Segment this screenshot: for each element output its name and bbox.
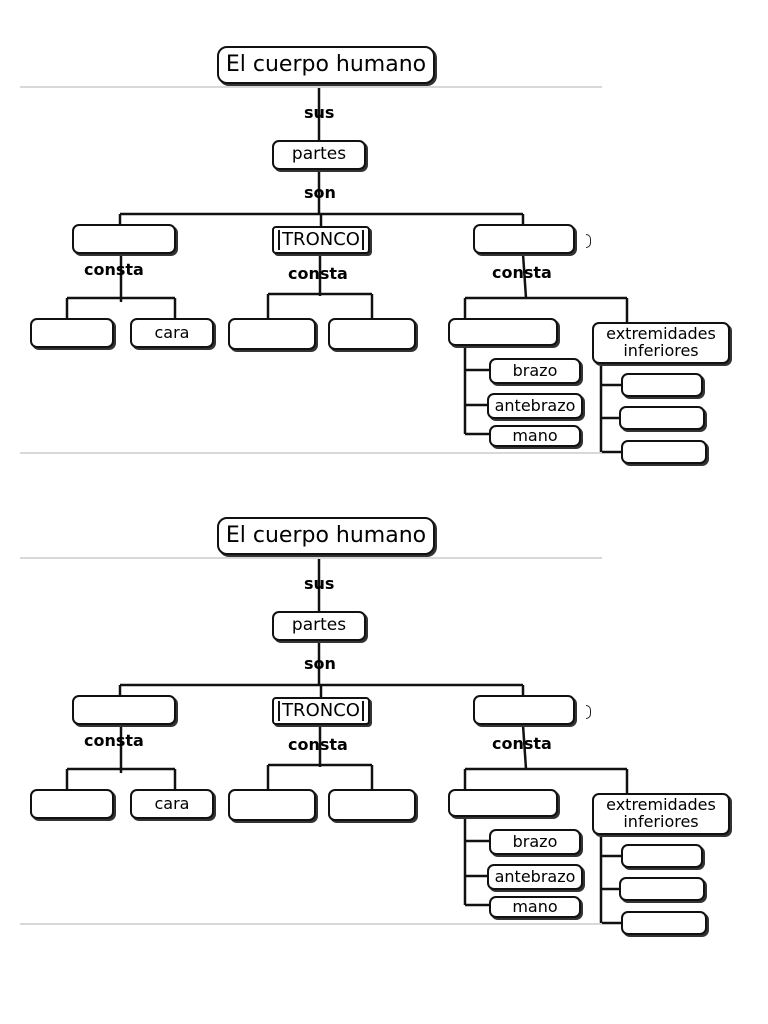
- connector-lines: [65, 555, 629, 925]
- root-title-box: El cuerpo humano: [217, 517, 435, 555]
- leaf-empty-box: [228, 789, 316, 821]
- leaf-mano-box: mano: [489, 425, 581, 447]
- leaf-extremidades-label: extremidades inferiores: [606, 795, 716, 831]
- leaf-cara-label: cara: [154, 322, 190, 342]
- link-son: son: [304, 654, 336, 673]
- branch-center-label: TRONCO: [278, 230, 364, 250]
- root-title: El cuerpo humano: [225, 52, 427, 78]
- leaf-brazo-label: brazo: [512, 360, 558, 380]
- parts-box: partes: [272, 611, 366, 641]
- divider-line: [20, 557, 602, 559]
- branch-right-box: [473, 224, 575, 254]
- link-consta-center: consta: [288, 264, 348, 283]
- parts-box: partes: [272, 140, 366, 170]
- leaf-empty-box: [448, 318, 558, 346]
- divider-line: [20, 452, 602, 454]
- root-title-box: El cuerpo humano: [217, 46, 435, 84]
- branch-center-label: TRONCO: [278, 701, 364, 721]
- leaf-extremidades-box: extremidades inferiores: [592, 322, 730, 364]
- link-son: son: [304, 183, 336, 202]
- leaf-empty-box: [621, 373, 703, 397]
- link-consta-right: consta: [492, 263, 552, 282]
- link-consta-right: consta: [492, 734, 552, 753]
- leaf-extremidades-label: extremidades inferiores: [606, 324, 716, 360]
- divider-line: [20, 86, 602, 88]
- leaf-antebrazo-label: antebrazo: [494, 866, 576, 886]
- leaf-cara-label: cara: [154, 793, 190, 813]
- leaf-mano-label: mano: [512, 896, 558, 916]
- branch-left-box: [72, 224, 176, 254]
- branch-center-box: TRONCO: [272, 226, 370, 254]
- root-title: El cuerpo humano: [225, 523, 427, 549]
- leaf-antebrazo-box: antebrazo: [487, 393, 583, 419]
- leaf-brazo-box: brazo: [489, 358, 581, 384]
- link-sus: sus: [304, 574, 335, 593]
- leaf-mano-label: mano: [512, 425, 558, 445]
- parts-label: partes: [291, 615, 347, 636]
- concept-map-copy-1: El cuerpo humano sus partes son TRONCO c…: [0, 0, 768, 470]
- link-sus: sus: [304, 103, 335, 122]
- leaf-brazo-box: brazo: [489, 829, 581, 855]
- leaf-empty-box: [621, 911, 707, 935]
- leaf-empty-box: [328, 318, 416, 350]
- leaf-extremidades-box: extremidades inferiores: [592, 793, 730, 835]
- leaf-empty-box: [621, 440, 707, 464]
- branch-left-box: [72, 695, 176, 725]
- link-consta-center: consta: [288, 735, 348, 754]
- divider-line: [20, 923, 602, 925]
- leaf-cara-box: cara: [130, 789, 214, 819]
- link-consta-left: consta: [84, 260, 144, 279]
- leaf-empty-box: [619, 406, 705, 430]
- branch-right-box: [473, 695, 575, 725]
- leaf-antebrazo-label: antebrazo: [494, 395, 576, 415]
- link-consta-left: consta: [84, 731, 144, 750]
- leaf-empty-box: [30, 318, 114, 348]
- concept-map-copy-2: El cuerpo humano sus partes son TRONCO c…: [0, 471, 768, 941]
- leaf-empty-box: [448, 789, 558, 817]
- leaf-empty-box: [228, 318, 316, 350]
- leaf-empty-box: [619, 877, 705, 901]
- parts-label: partes: [291, 144, 347, 165]
- leaf-empty-box: [30, 789, 114, 819]
- leaf-brazo-label: brazo: [512, 831, 558, 851]
- leaf-mano-box: mano: [489, 896, 581, 918]
- connector-lines: [65, 84, 629, 454]
- leaf-empty-box: [328, 789, 416, 821]
- leaf-antebrazo-box: antebrazo: [487, 864, 583, 890]
- leaf-cara-box: cara: [130, 318, 214, 348]
- branch-center-box: TRONCO: [272, 697, 370, 725]
- leaf-empty-box: [621, 844, 703, 868]
